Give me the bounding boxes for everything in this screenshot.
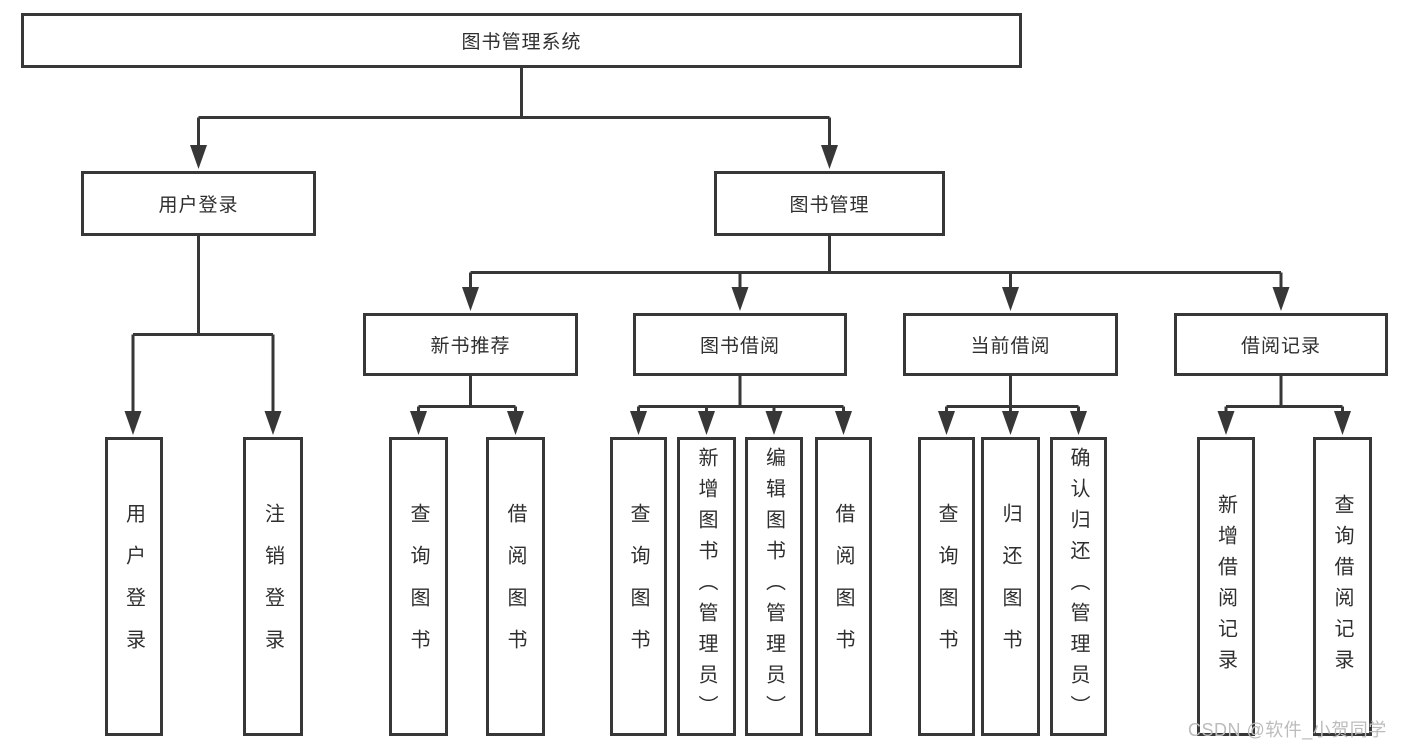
leaf-query-books: 查询图书: [918, 437, 975, 736]
node-borrowing-records: 借阅记录: [1174, 313, 1388, 376]
watermark: CSDN @软件_小贺同学: [1188, 720, 1387, 740]
arrowheads: [124, 145, 1351, 435]
leaf-add-books-admin: 新增图书（管理员）: [677, 437, 736, 736]
leaf-logout: 注销登录: [243, 437, 303, 736]
leaf-query-borrow-record: 查询借阅记录: [1313, 437, 1372, 736]
leaf-query-books: 查询图书: [389, 437, 448, 736]
node-new-book-recommendation: 新书推荐: [363, 313, 578, 376]
leaf-edit-books-admin: 编辑图书（管理员）: [745, 437, 803, 736]
node-current-borrowing: 当前借阅: [903, 313, 1118, 376]
leaf-user-login: 用户登录: [105, 437, 163, 736]
node-user-login: 用户登录: [81, 171, 316, 236]
leaf-borrow-books: 借阅图书: [486, 437, 545, 736]
leaf-borrow-books: 借阅图书: [815, 437, 872, 736]
leaf-query-books: 查询图书: [610, 437, 667, 736]
node-library-management-system: 图书管理系统: [21, 13, 1022, 68]
node-book-management: 图书管理: [714, 171, 945, 236]
leaf-add-borrow-record: 新增借阅记录: [1197, 437, 1255, 736]
leaf-return-books: 归还图书: [981, 437, 1040, 736]
node-book-borrowing: 图书借阅: [633, 313, 847, 376]
leaf-confirm-return-admin: 确认归还（管理员）: [1050, 437, 1107, 736]
